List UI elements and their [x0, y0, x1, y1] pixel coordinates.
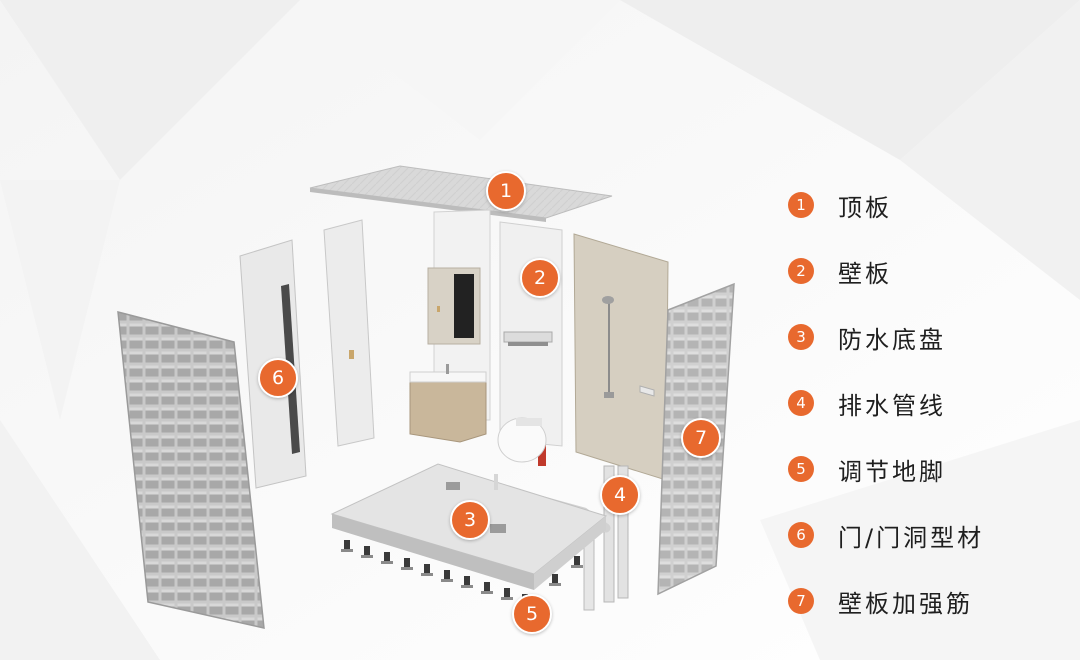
legend-item-7: 7 壁板加强筋 [788, 568, 1068, 634]
wall-reinforcement-rib-left [117, 311, 265, 629]
legend-item-4: 4 排水管线 [788, 370, 1068, 436]
legend-badge: 7 [788, 588, 814, 614]
shower-wall-panel [573, 233, 669, 481]
wall-panel-toilet [497, 221, 563, 466]
legend-badge: 1 [788, 192, 814, 218]
legend-label: 壁板 [838, 259, 892, 288]
legend-item-2: 2 壁板 [788, 238, 1068, 304]
legend: 1 顶板 2 壁板 3 防水底盘 4 排水管线 5 调节地脚 6 门/门洞型材 … [788, 172, 1068, 634]
legend-label: 壁板加强筋 [838, 589, 973, 618]
callout-3: 3 [450, 500, 490, 540]
legend-label: 顶板 [838, 193, 892, 222]
legend-item-6: 6 门/门洞型材 [788, 502, 1068, 568]
legend-label: 排水管线 [838, 391, 946, 420]
callout-6: 6 [258, 358, 298, 398]
callout-5: 5 [512, 594, 552, 634]
legend-label: 防水底盘 [838, 325, 946, 354]
callout-1: 1 [486, 171, 526, 211]
callout-7: 7 [681, 418, 721, 458]
callout-2: 2 [520, 258, 560, 298]
legend-item-5: 5 调节地脚 [788, 436, 1068, 502]
legend-item-3: 3 防水底盘 [788, 304, 1068, 370]
legend-badge: 4 [788, 390, 814, 416]
legend-badge: 3 [788, 324, 814, 350]
callout-4: 4 [600, 475, 640, 515]
door-leaf-panel [323, 219, 375, 447]
adjustable-feet [341, 540, 583, 606]
back-wall-panel [409, 209, 491, 443]
legend-item-1: 1 顶板 [788, 172, 1068, 238]
legend-badge: 6 [788, 522, 814, 548]
legend-badge: 2 [788, 258, 814, 284]
legend-label: 门/门洞型材 [838, 523, 985, 552]
legend-badge: 5 [788, 456, 814, 482]
legend-label: 调节地脚 [838, 457, 946, 486]
